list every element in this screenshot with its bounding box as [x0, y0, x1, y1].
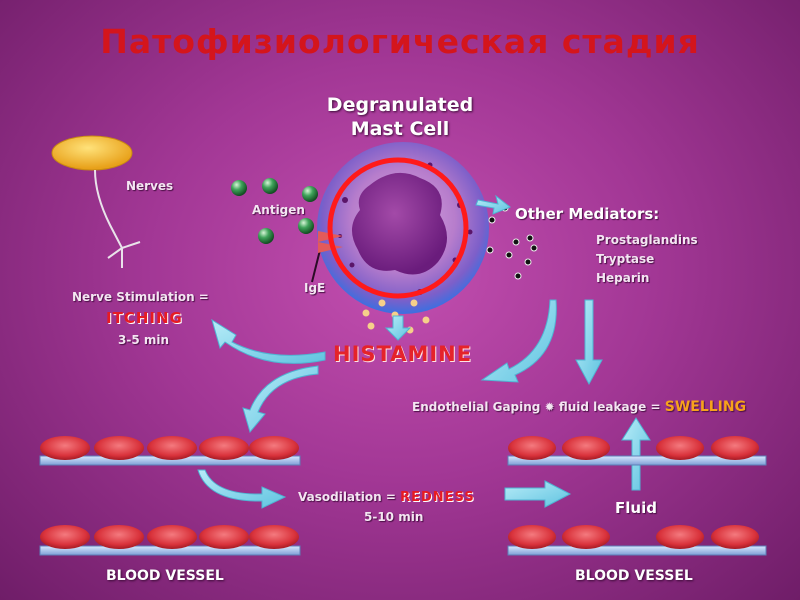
blood-vessel-left-top: [40, 436, 300, 465]
ige-connector: [312, 250, 320, 282]
nerves-label: Nerves: [126, 179, 173, 193]
mast-cell-title-line1: Degranulated: [300, 93, 500, 117]
mast-cell-title: Degranulated Mast Cell: [300, 93, 500, 141]
endothelial-text: Endothelial Gaping: [412, 400, 540, 414]
other-mediators-label: Other Mediators:: [515, 205, 659, 223]
mediator-tryptase: Tryptase: [596, 252, 654, 266]
mediator-heparin: Heparin: [596, 271, 649, 285]
fluid-leakage-text: fluid leakage =: [559, 400, 661, 414]
nerve-stimulation-label: Nerve Stimulation =: [72, 290, 209, 304]
ige-label: IgE: [304, 281, 325, 295]
mast-cell: [317, 142, 489, 314]
itching-time: 3-5 min: [118, 333, 169, 347]
blood-vessel-left-bottom: [40, 525, 300, 555]
plus-sign: ✹: [545, 400, 555, 414]
blood-vessel-left-label: BLOOD VESSEL: [106, 568, 224, 584]
histamine-label: HISTAMINE: [333, 342, 472, 366]
itching-label: ITCHING: [106, 309, 183, 327]
redness-time: 5-10 min: [364, 510, 423, 524]
endothelial-label: Endothelial Gaping ✹ fluid leakage = SWE…: [412, 399, 746, 415]
mast-cell-title-line2: Mast Cell: [300, 117, 500, 141]
nerve-illustration: [52, 136, 140, 268]
fluid-label: Fluid: [615, 499, 657, 517]
redness-label: REDNESS: [400, 490, 475, 505]
blood-vessel-right-bottom: [508, 525, 766, 555]
vasodilation-label: Vasodilation = REDNESS: [298, 490, 475, 505]
vasodilation-text: Vasodilation =: [298, 490, 396, 504]
antigen-label: Antigen: [252, 203, 305, 217]
swelling-label: SWELLING: [665, 399, 746, 415]
mediator-prostaglandins: Prostaglandins: [596, 233, 698, 247]
blood-vessel-right-label: BLOOD VESSEL: [575, 568, 693, 584]
